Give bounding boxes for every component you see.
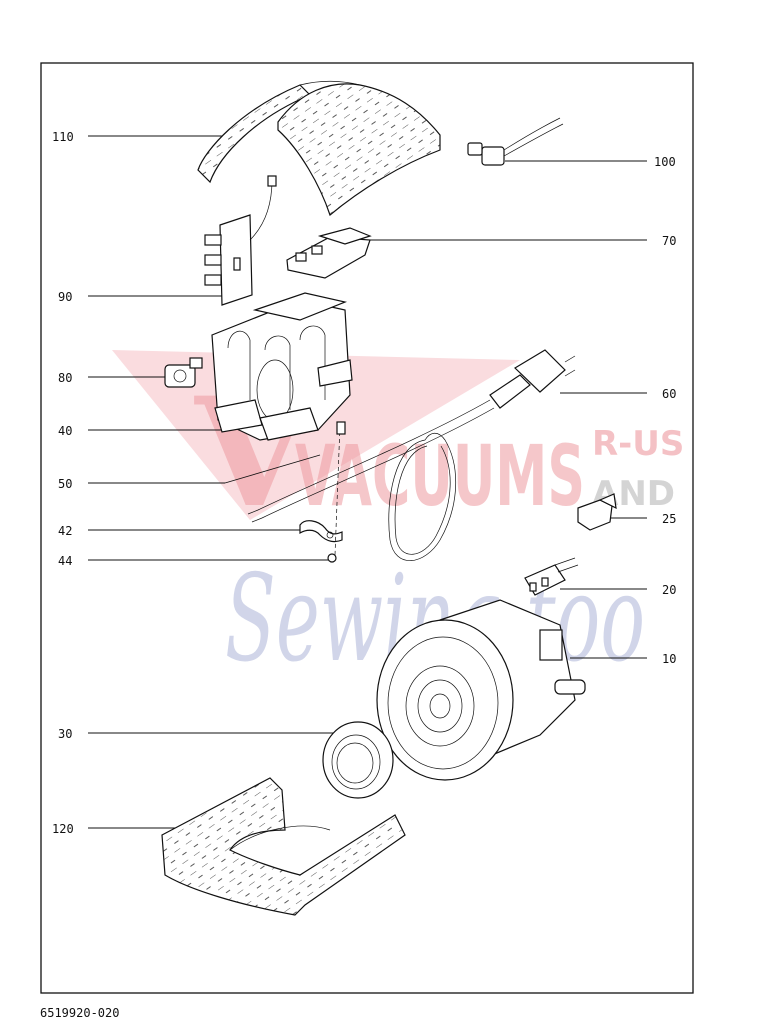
callout-90: 90 bbox=[58, 290, 72, 304]
part-60-plug bbox=[489, 349, 576, 409]
watermark-word-vacuums: VACUUMS bbox=[295, 427, 585, 525]
part-30-ring-seal bbox=[322, 721, 394, 799]
callout-80: 80 bbox=[58, 371, 72, 385]
part-44-screw bbox=[327, 421, 346, 563]
callout-42: 42 bbox=[58, 524, 72, 538]
part-80-clip bbox=[164, 357, 203, 388]
part-40-housing bbox=[211, 292, 353, 441]
callout-30: 30 bbox=[58, 727, 72, 741]
part-50-power-cord bbox=[247, 399, 495, 561]
part-90-circuit-board bbox=[204, 175, 277, 306]
watermark: V VACUUMS R-US AND Sewing too bbox=[112, 350, 684, 689]
part-100-switch bbox=[467, 117, 564, 166]
part-120-filter bbox=[161, 777, 406, 916]
callout-70: 70 bbox=[662, 234, 676, 248]
drawing-number: 6519920-020 bbox=[40, 1006, 120, 1020]
callout-120: 120 bbox=[52, 822, 74, 836]
callout-60: 60 bbox=[662, 387, 676, 401]
callout-labels: 110 100 90 70 80 60 40 50 42 25 44 20 10… bbox=[52, 130, 676, 836]
callout-50: 50 bbox=[58, 477, 72, 491]
watermark-triangle bbox=[112, 350, 520, 520]
part-70-bracket bbox=[286, 227, 372, 279]
part-42-cable-clamp bbox=[299, 520, 343, 543]
callout-10: 10 bbox=[662, 652, 676, 666]
diagram-border bbox=[40, 62, 694, 994]
callout-44: 44 bbox=[58, 554, 72, 568]
part-25-connector bbox=[577, 493, 617, 531]
callout-110: 110 bbox=[52, 130, 74, 144]
callout-20: 20 bbox=[662, 583, 676, 597]
part-20-terminal-block bbox=[524, 557, 579, 596]
part-110-cover bbox=[197, 80, 441, 217]
watermark-word-rus: R-US bbox=[592, 424, 684, 464]
leader-lines bbox=[88, 135, 647, 829]
callout-25: 25 bbox=[662, 512, 676, 526]
part-10-motor bbox=[376, 599, 586, 781]
callout-100: 100 bbox=[654, 155, 676, 169]
callout-40: 40 bbox=[58, 424, 72, 438]
